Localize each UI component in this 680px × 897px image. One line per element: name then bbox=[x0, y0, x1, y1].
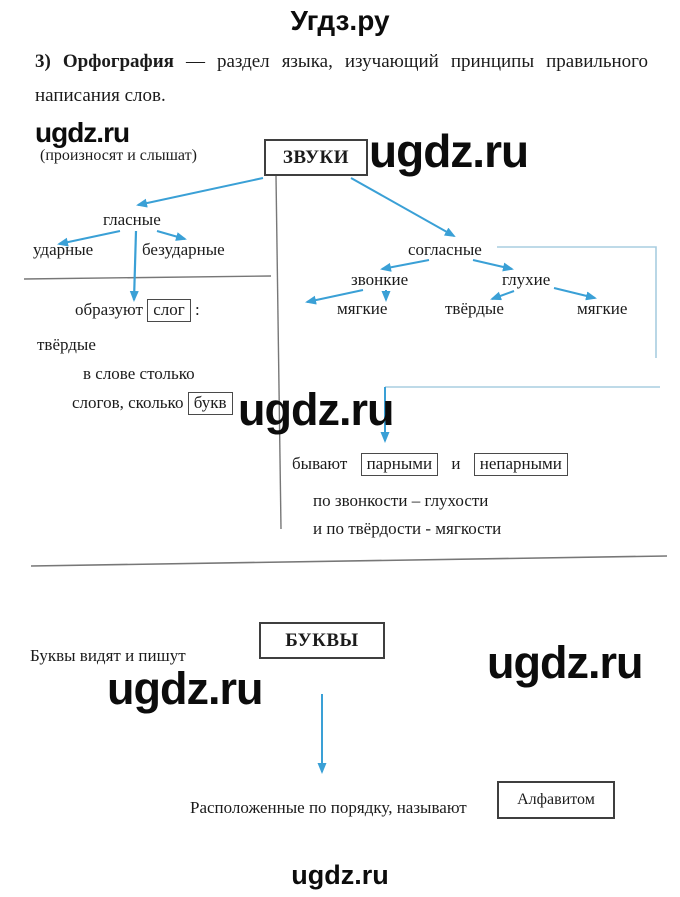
pairs-conj: и bbox=[451, 454, 461, 473]
pronounce-note: (произносят и слышат) bbox=[40, 147, 197, 164]
letters-count-box: букв bbox=[187, 392, 233, 415]
arrow-zvonkie-down-left bbox=[305, 289, 364, 305]
pairs-detail-line2: и по твёрдости - мягкости bbox=[313, 519, 502, 538]
footer-site: ugdz.ru bbox=[291, 860, 389, 890]
watermark-ugdz-top-right: ugdz.ru bbox=[369, 125, 529, 177]
pairs-pre: бывают bbox=[292, 454, 348, 473]
site-header: Угдз.ру bbox=[290, 5, 390, 36]
form-syllable-line: образуют слог : bbox=[75, 299, 200, 322]
letters-note: Буквы видят и пишут bbox=[30, 646, 186, 665]
arrow-glasnye-to-udarnye bbox=[57, 230, 121, 247]
connector-soglasnye-right bbox=[497, 246, 657, 358]
consonants-label: согласные bbox=[408, 240, 482, 259]
arrow-zvuki-to-soglasnye bbox=[350, 177, 456, 237]
syllable-box: слог bbox=[147, 299, 191, 322]
intro-definition: — раздел языка, изучающий принципы прави… bbox=[185, 51, 648, 72]
intro-paragraph-line2: написания слов. bbox=[35, 85, 166, 106]
voiceless-soft-label: мягкие bbox=[577, 299, 628, 318]
arrow-zvuki-to-glasnye bbox=[136, 177, 264, 208]
vowels-label: гласные bbox=[103, 210, 161, 229]
stressed-label: ударные bbox=[33, 240, 94, 259]
unpaired-box: непарными bbox=[473, 453, 568, 476]
pairs-detail-line1: по звонкости – глухости bbox=[313, 491, 489, 510]
voiceless-hard-label: твёрдые bbox=[445, 299, 504, 318]
voiced-soft-label: мягкие bbox=[337, 299, 388, 318]
alphabet-order-text: Расположенные по порядку, называют bbox=[190, 798, 467, 817]
sounds-title-box: ЗВУКИ bbox=[264, 139, 368, 176]
divider-vertical-line bbox=[275, 175, 282, 530]
vowels-underline bbox=[23, 275, 272, 280]
arrow-glasnye-to-slog bbox=[129, 230, 139, 302]
pairs-line: бывают парными и непарными bbox=[292, 453, 568, 476]
syllable-count-line1: в слове столько bbox=[83, 364, 195, 383]
form-syllable-post: : bbox=[194, 300, 200, 319]
arrow-soglasnye-to-zvonkie bbox=[380, 259, 430, 272]
watermark-ugdz-bottom-left: ugdz.ru bbox=[107, 663, 263, 714]
form-syllable-pre: образуют bbox=[75, 300, 143, 319]
syllable-count-line2: слогов, сколько букв bbox=[72, 392, 233, 415]
arrow-gluhie-to-tverdye bbox=[490, 290, 515, 301]
arrow-gluhie-to-myagkie bbox=[553, 287, 597, 301]
arrow-glasnye-to-bezudarnye bbox=[156, 230, 187, 241]
arrow-soglasnye-to-gluhie bbox=[472, 259, 514, 272]
paired-box: парными bbox=[360, 453, 439, 476]
watermark-ugdz-top-left: ugdz.ru bbox=[35, 117, 130, 148]
watermark-ugdz-bottom-right: ugdz.ru bbox=[487, 637, 643, 688]
hard-note: твёрдые bbox=[37, 335, 96, 354]
alphabet-box-label: Алфавитом bbox=[517, 791, 595, 808]
intro-term: 3) Орфография bbox=[35, 51, 174, 72]
voiced-label: звонкие bbox=[351, 270, 409, 289]
letters-title-box: БУКВЫ bbox=[259, 622, 385, 659]
voiceless-label: глухие bbox=[502, 270, 551, 289]
letters-title: БУКВЫ bbox=[285, 629, 359, 651]
watermark-ugdz-middle: ugdz.ru bbox=[238, 384, 394, 435]
syllable-count-pre: слогов, сколько bbox=[72, 393, 184, 412]
section-divider-line bbox=[30, 555, 668, 567]
intro-paragraph-line1: 3) Орфография — раздел языка, изучающий … bbox=[35, 51, 648, 73]
sounds-title: ЗВУКИ bbox=[282, 146, 350, 168]
alphabet-box: Алфавитом bbox=[497, 781, 615, 819]
unstressed-label: безударные bbox=[142, 240, 225, 259]
